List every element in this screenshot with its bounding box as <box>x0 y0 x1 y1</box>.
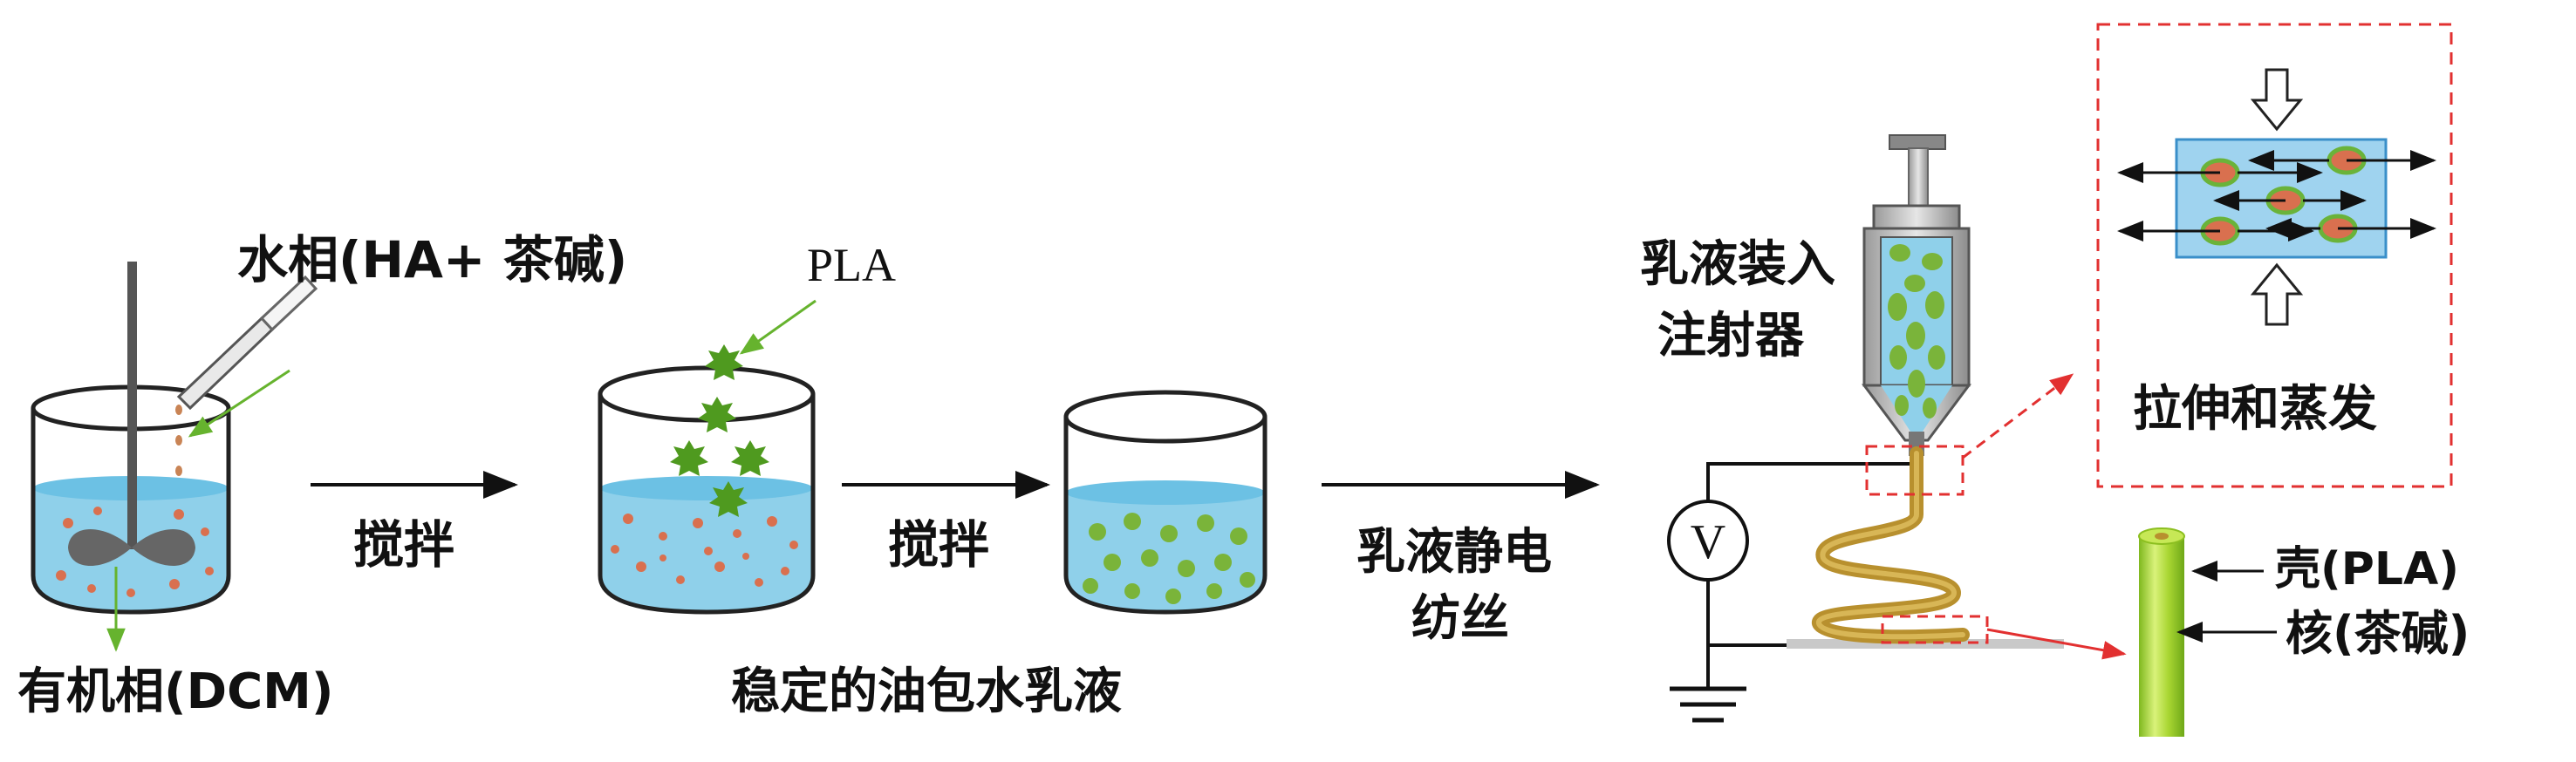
stir-label-1: 搅拌 <box>353 515 454 575</box>
aqueous-droplets-2 <box>611 514 798 587</box>
shell-label: 壳(PLA) <box>2275 543 2459 595</box>
circuit-wires <box>1706 462 1916 689</box>
load-syringe-label-line1: 乳液装入 <box>1640 236 1835 293</box>
stretch-illustration <box>2117 68 2436 326</box>
syringe-emulsion-droplets <box>1888 244 1945 418</box>
pla-particles <box>670 344 769 517</box>
syringe <box>1862 134 1971 456</box>
organic-phase-label: 有机相(DCM) <box>17 663 334 720</box>
beaker-stable-emulsion <box>1063 390 1268 615</box>
electrospin-label-line1: 乳液静电 <box>1356 524 1552 581</box>
stir-blade <box>68 529 195 566</box>
voltage-label: V <box>1691 515 1725 569</box>
aqueous-droplets <box>56 507 214 597</box>
stable-emulsion-label: 稳定的油包水乳液 <box>731 663 1122 720</box>
core-label: 核(茶碱) <box>2286 606 2470 661</box>
jet-zoom-box <box>1865 445 1964 496</box>
stir-rod <box>127 262 137 549</box>
fiber-zoom-box <box>1881 615 1989 644</box>
beaker-organic-phase <box>31 262 231 615</box>
pla-label: PLA <box>807 239 896 291</box>
electrospin-label-line2: 纺丝 <box>1411 590 1509 647</box>
core-shell-fiber <box>2138 527 2185 737</box>
stretch-evaporate-label: 拉伸和蒸发 <box>2133 381 2377 438</box>
stretch-evaporate-panel <box>2096 23 2453 488</box>
voltage-source <box>1667 500 1749 582</box>
pipette <box>176 275 318 411</box>
ground-symbol <box>1670 686 1746 723</box>
aqueous-phase-label: 水相(HA+ 茶碱) <box>237 230 627 289</box>
stir-label-2: 搅拌 <box>888 515 989 575</box>
load-syringe-label-line2: 注射器 <box>1657 308 1805 364</box>
beaker-pla-addition <box>598 344 816 615</box>
emulsion-droplets <box>1083 513 1255 604</box>
